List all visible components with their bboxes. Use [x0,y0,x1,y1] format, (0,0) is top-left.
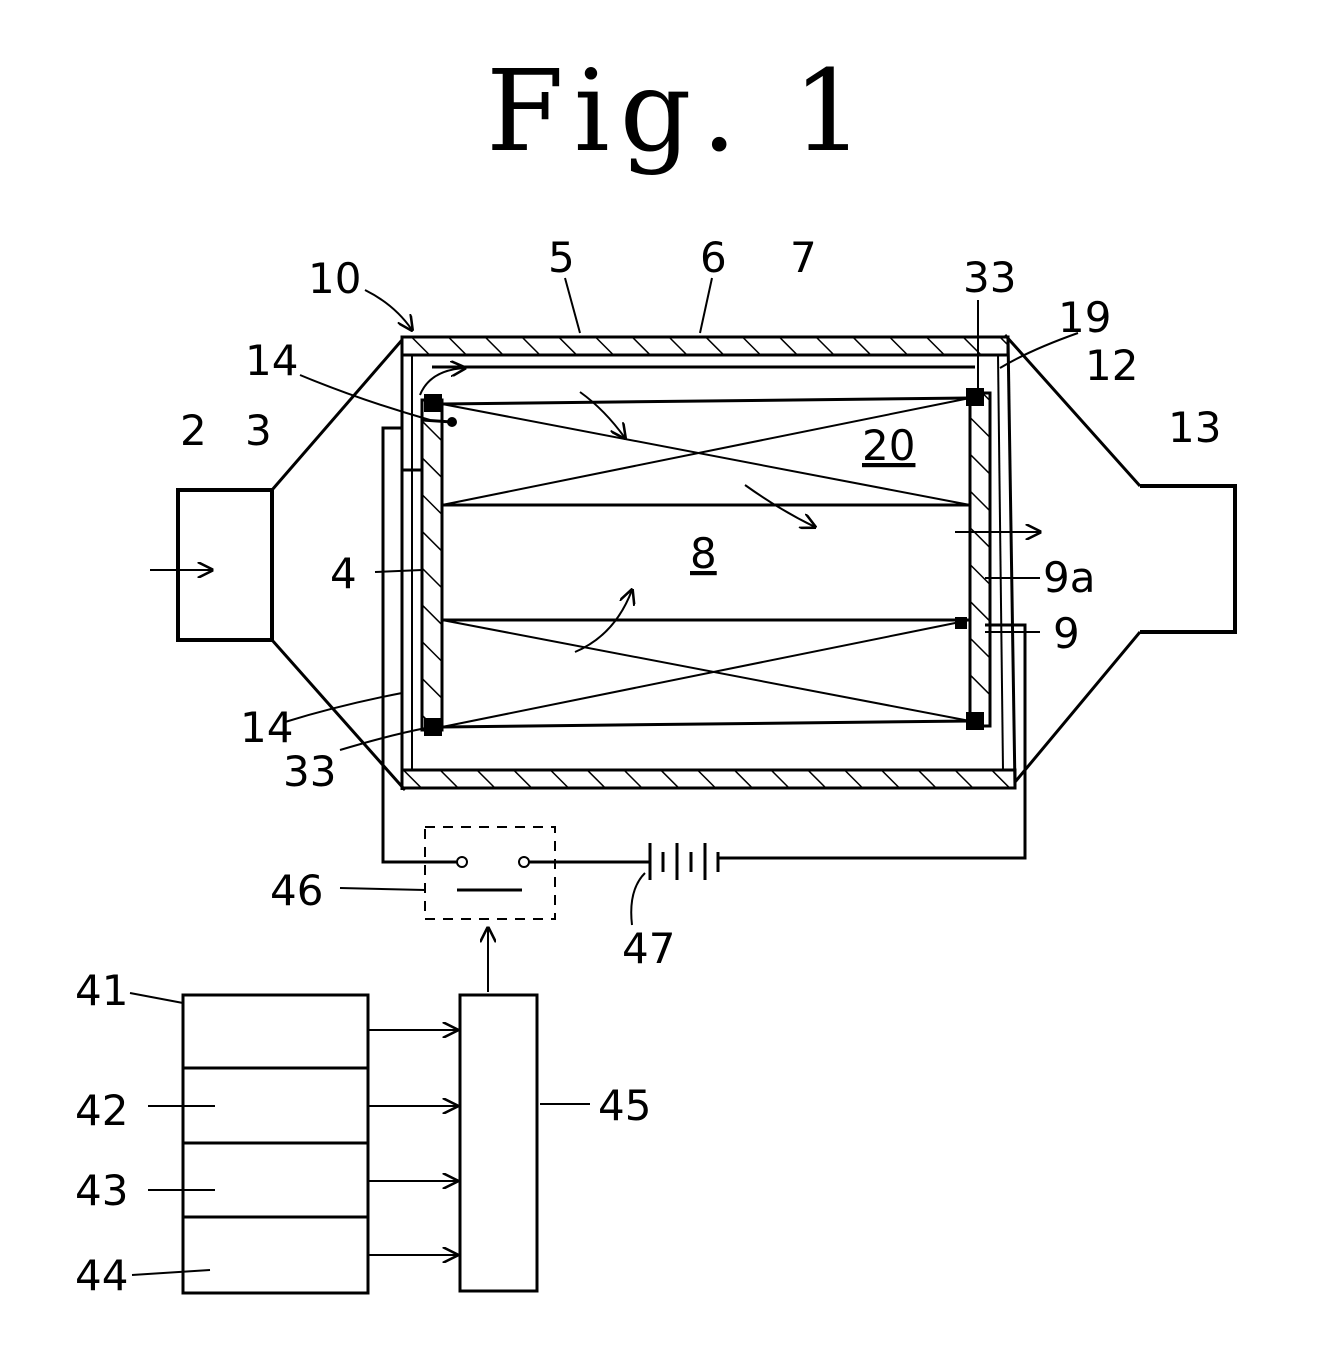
label-14-top: 14 [245,336,298,385]
label-41: 41 [75,966,128,1015]
switch-46 [425,827,555,992]
label-44: 44 [75,1251,128,1300]
label-3: 3 [245,406,272,455]
label-5: 5 [548,233,575,282]
label-45: 45 [598,1081,651,1130]
label-9a: 9a [1043,553,1095,602]
flow-arrows [420,368,1040,652]
label-33-top: 33 [963,253,1016,302]
label-12: 12 [1085,341,1138,390]
controller-45 [368,995,537,1291]
label-7: 7 [790,233,817,282]
label-4: 4 [330,549,357,598]
label-33-bottom: 33 [283,747,336,796]
outlet-pipe [1140,486,1235,632]
label-43: 43 [75,1166,128,1215]
label-20: 20 [862,421,915,470]
label-19: 19 [1058,293,1111,342]
label-9: 9 [1053,609,1080,658]
inlet-pipe [150,490,272,640]
front-electrode-plate [422,400,442,730]
label-14-bottom: 14 [240,703,293,752]
label-46: 46 [270,866,323,915]
rear-electrode-plate [970,393,990,726]
label-8: 8 [690,529,717,578]
label-2: 2 [180,406,207,455]
sensor-stack [183,995,368,1293]
label-47: 47 [622,924,675,973]
label-6: 6 [700,233,727,282]
label-13: 13 [1168,403,1221,452]
electrical-circuit [383,428,1025,880]
label-10: 10 [308,254,361,303]
figure-title: Fig. 1 [486,47,874,177]
label-42: 42 [75,1086,128,1135]
